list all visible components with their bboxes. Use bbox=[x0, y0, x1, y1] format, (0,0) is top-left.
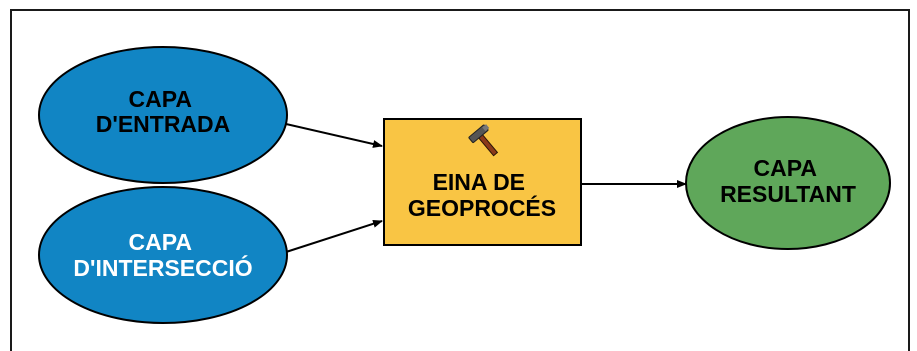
node-result-layer: CAPA RESULTANT bbox=[685, 116, 891, 250]
node-input-layer: CAPA D'ENTRADA bbox=[38, 46, 288, 184]
result-layer-label-line2: RESULTANT bbox=[720, 181, 856, 207]
result-layer-ellipse bbox=[685, 116, 891, 250]
input-layer-label: CAPA D'ENTRADA bbox=[96, 86, 231, 137]
result-layer-label-line1: CAPA bbox=[753, 155, 816, 181]
geoprocess-tool-label-line1: EINA DE bbox=[433, 169, 525, 195]
intersection-layer-ellipse bbox=[38, 186, 288, 324]
hammer-icon bbox=[468, 124, 499, 157]
edge-intersection-to-tool bbox=[285, 219, 383, 253]
intersection-layer-label: CAPA D'INTERSECCIÓ bbox=[73, 229, 252, 281]
intersection-layer-label-line2: D'INTERSECCIÓ bbox=[73, 254, 252, 281]
input-layer-label-line2: D'ENTRADA bbox=[96, 111, 231, 137]
input-layer-ellipse bbox=[38, 46, 288, 184]
input-layer-label-line1: CAPA bbox=[128, 86, 191, 112]
edge-input-to-tool bbox=[285, 123, 383, 148]
geoprocess-tool-label: EINA DE GEOPROCÉS bbox=[408, 169, 556, 221]
geoprocess-tool-label-line2: GEOPROCÉS bbox=[408, 194, 556, 221]
node-geoprocess-tool: EINA DE GEOPROCÉS bbox=[383, 118, 582, 246]
result-layer-label: CAPA RESULTANT bbox=[720, 155, 856, 207]
intersection-layer-label-line1: CAPA bbox=[128, 229, 191, 255]
node-intersection-layer: CAPA D'INTERSECCIÓ bbox=[38, 186, 288, 324]
